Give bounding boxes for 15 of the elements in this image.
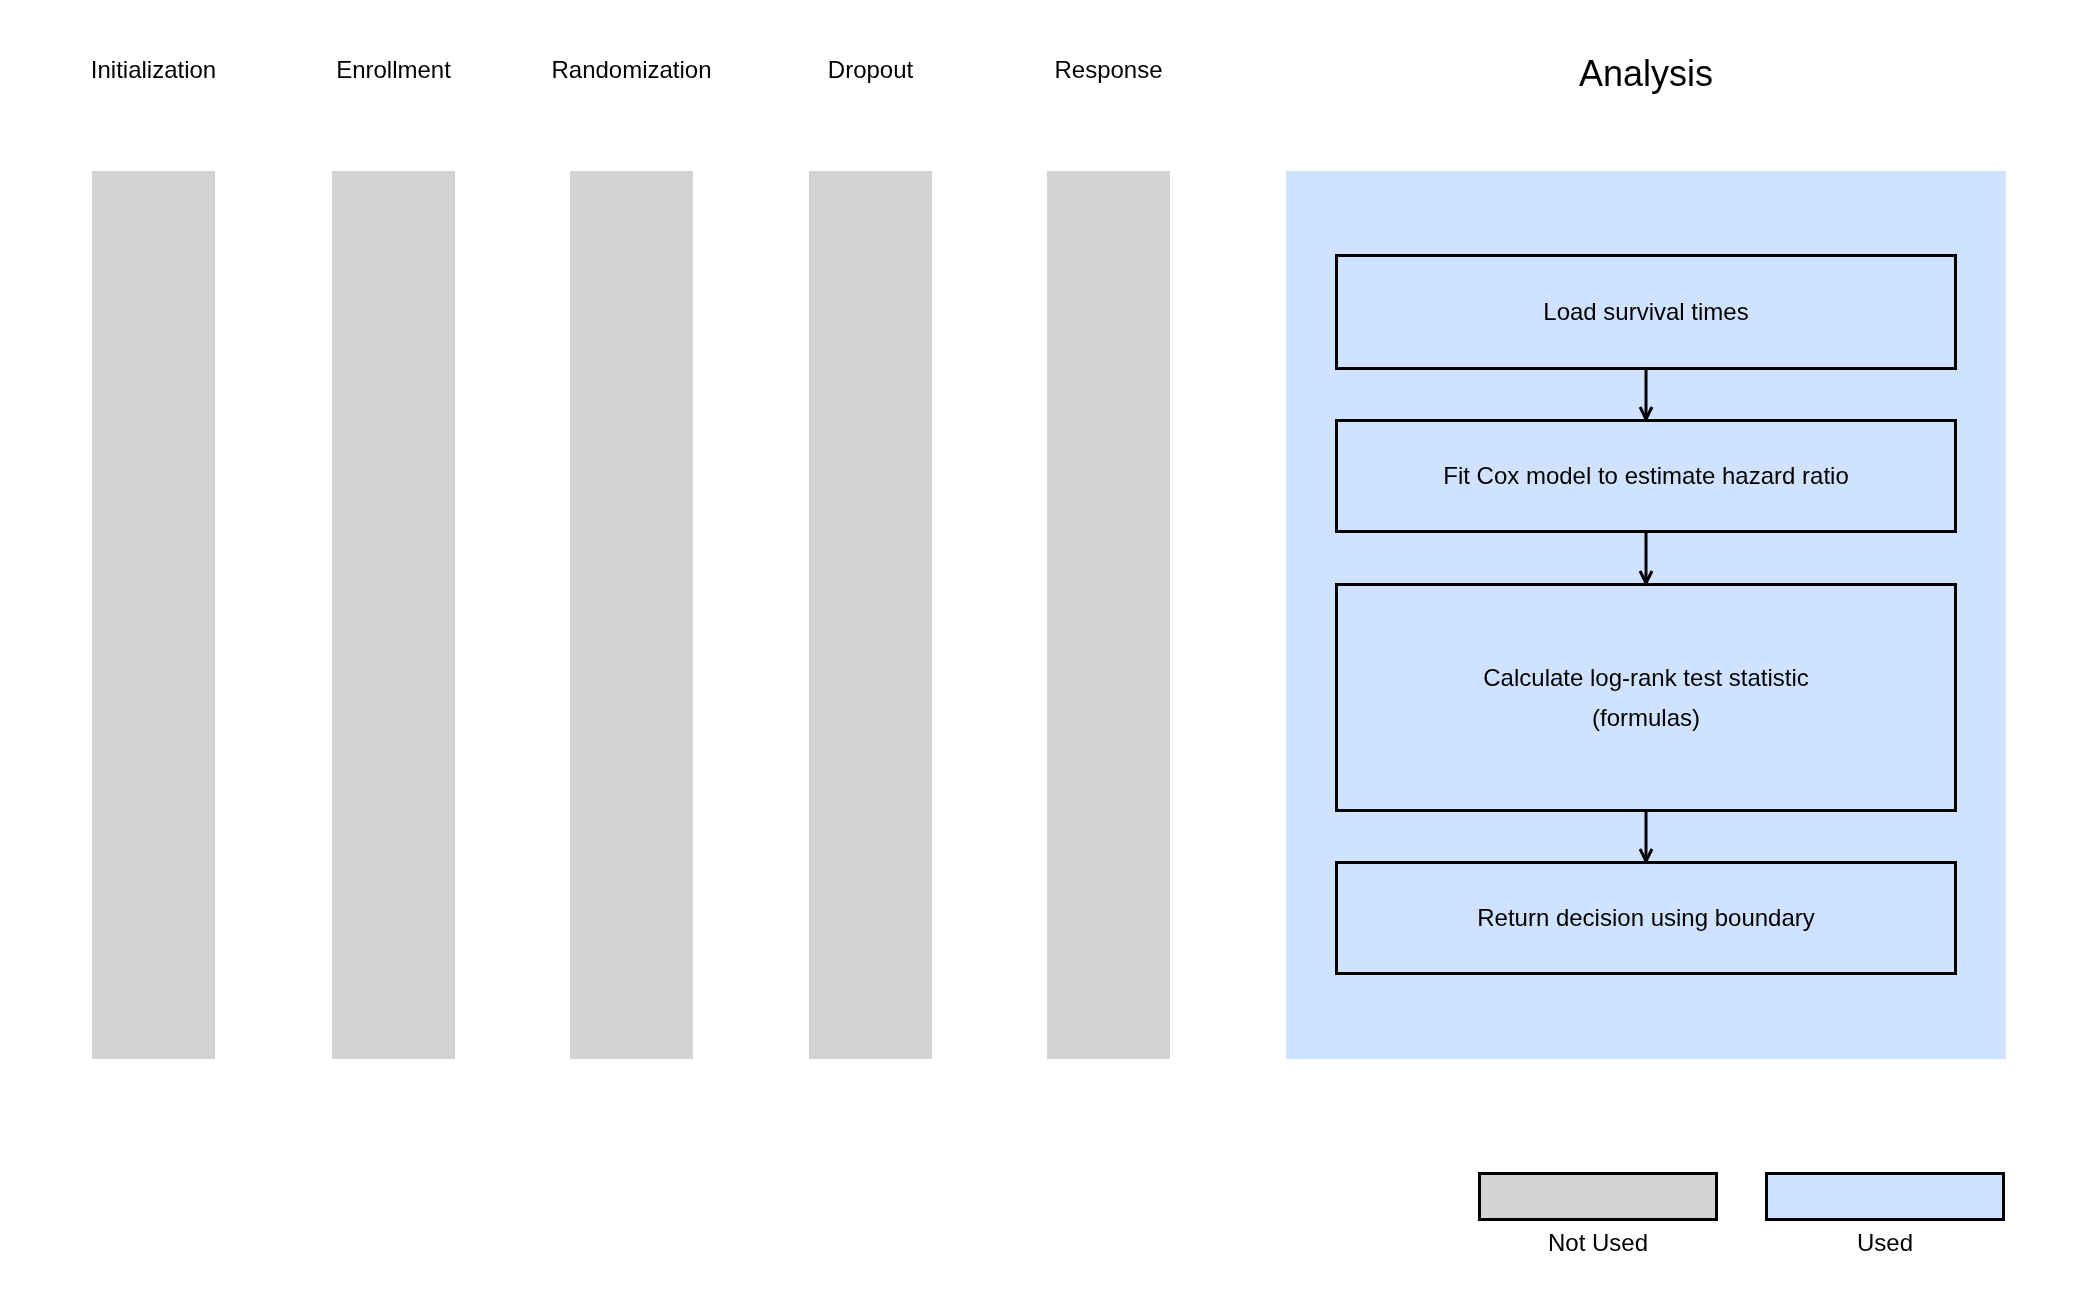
arrow <box>1638 533 1654 585</box>
column-heading: Initialization <box>90 56 217 84</box>
column-heading: Response <box>1054 56 1163 84</box>
process-box: Return decision using boundary <box>1335 861 1957 975</box>
column-heading: Analysis <box>1578 53 1714 95</box>
legend-label: Not Used <box>1548 1229 1648 1257</box>
arrow <box>1638 812 1654 863</box>
legend-label: Used <box>1857 1229 1913 1257</box>
column-heading: Enrollment <box>336 56 451 84</box>
arrow <box>1638 370 1654 421</box>
column-heading: Randomization <box>551 56 712 84</box>
process-box: Fit Cox model to estimate hazard ratio <box>1335 419 1957 533</box>
process-box: Load survival times <box>1335 254 1957 370</box>
process-box: Calculate log-rank test statistic (formulas) <box>1335 583 1957 812</box>
column-heading: Dropout <box>827 56 914 84</box>
